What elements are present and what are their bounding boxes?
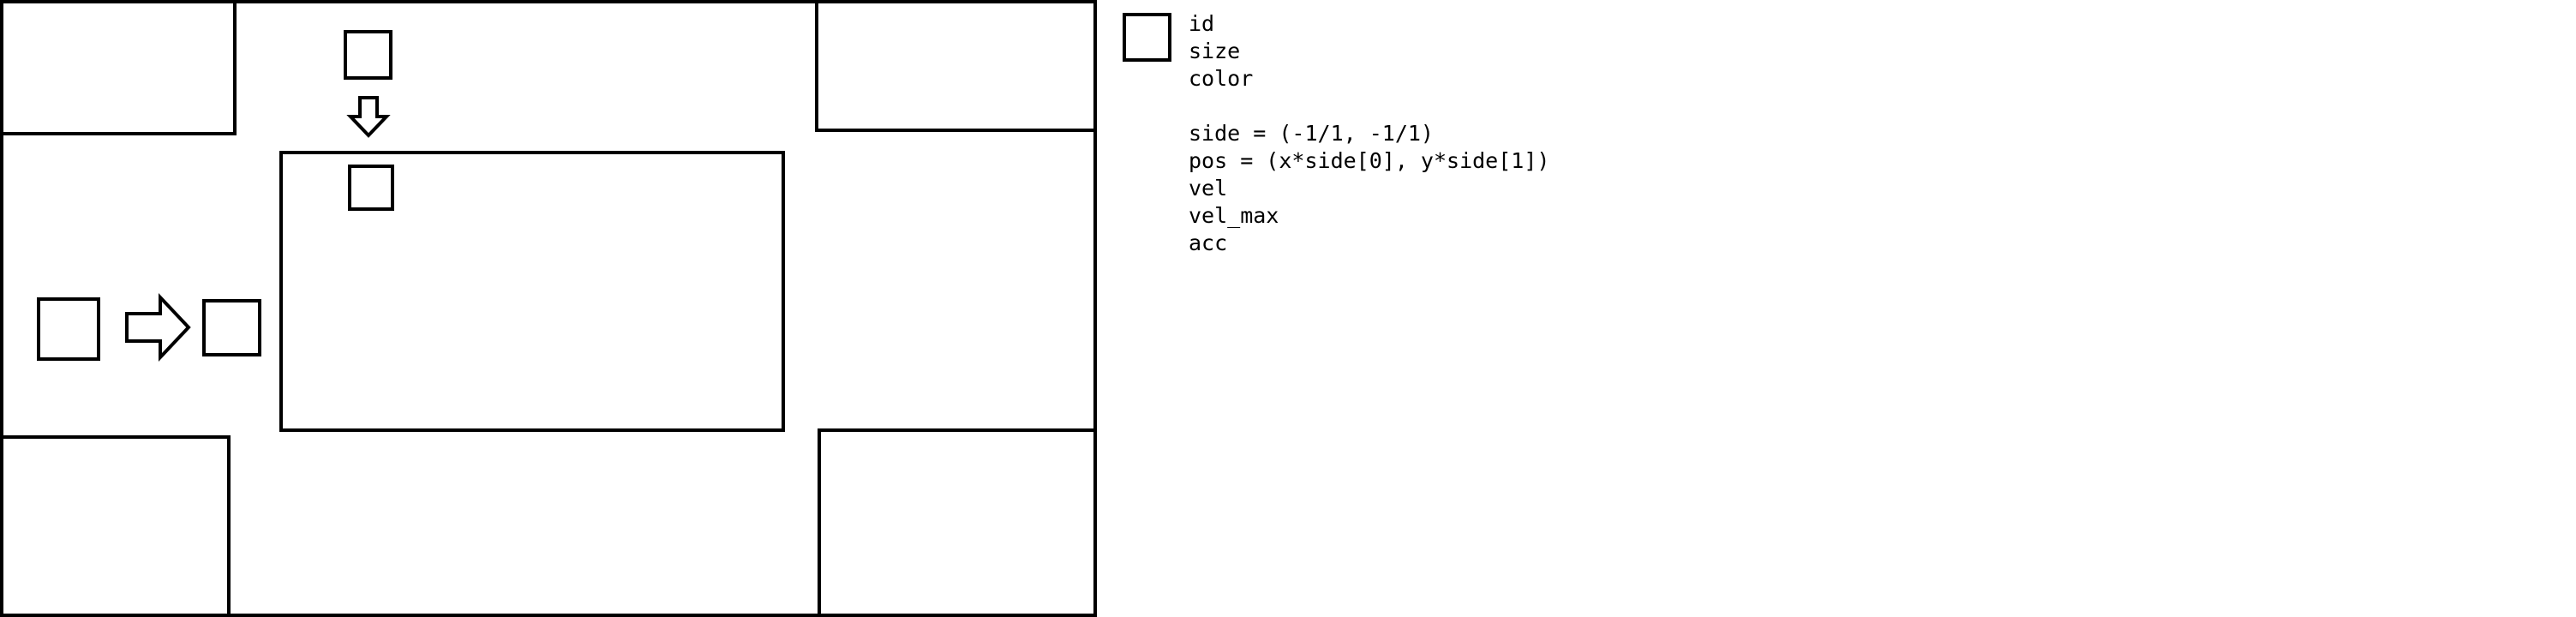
legend-line-color: color — [1189, 66, 1254, 91]
corner-box-top-left — [2, 2, 237, 135]
square-top-outside — [344, 30, 392, 80]
legend-line-pos: pos = (x*side[0], y*side[1]) — [1189, 148, 1550, 173]
down-arrow-icon — [346, 96, 391, 138]
outer-frame — [0, 0, 1097, 617]
legend-line-acc: acc — [1189, 231, 1228, 255]
corner-box-bottom-right — [818, 428, 1095, 615]
corner-box-bottom-left — [2, 435, 231, 615]
legend-line-size: size — [1189, 39, 1241, 63]
legend-line-id: id — [1189, 11, 1215, 36]
legend-line-vel: vel — [1189, 176, 1228, 201]
legend-text-list: id size color side = (-1/1, -1/1) pos = … — [1189, 10, 1549, 257]
square-left-inside — [202, 299, 261, 356]
legend-spacer — [1189, 93, 1549, 120]
square-left-outside — [37, 297, 100, 361]
corner-box-top-right — [815, 2, 1095, 132]
legend-line-vel-max: vel_max — [1189, 203, 1279, 228]
legend-line-side: side = (-1/1, -1/1) — [1189, 121, 1434, 146]
square-inside-center — [348, 165, 394, 211]
center-rectangle — [279, 151, 785, 432]
right-arrow-icon — [125, 292, 191, 362]
legend-square-icon — [1123, 13, 1171, 62]
